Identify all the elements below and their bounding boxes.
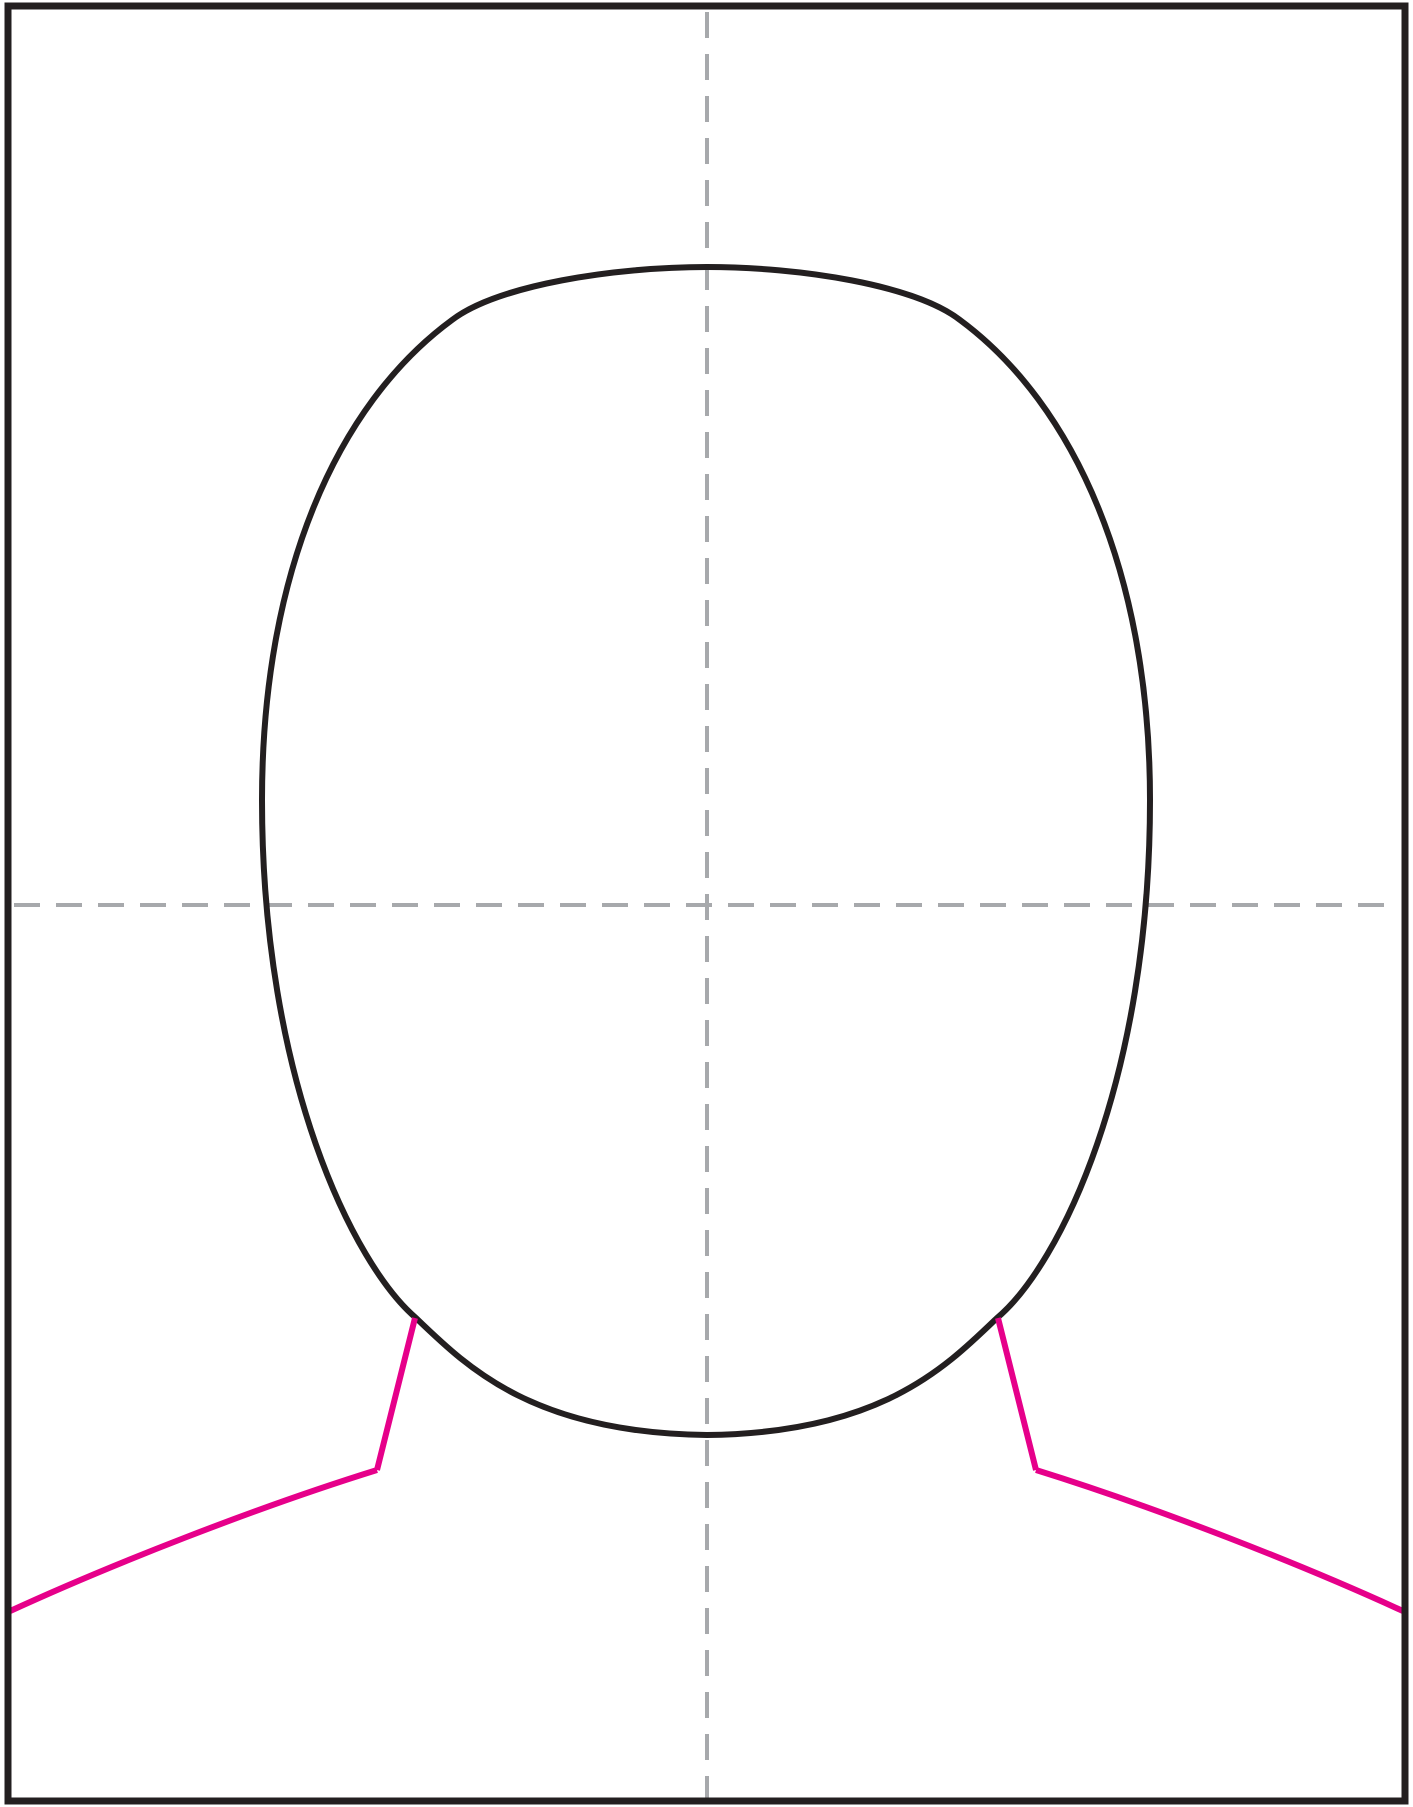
portrait-template-diagram	[0, 0, 1413, 1807]
